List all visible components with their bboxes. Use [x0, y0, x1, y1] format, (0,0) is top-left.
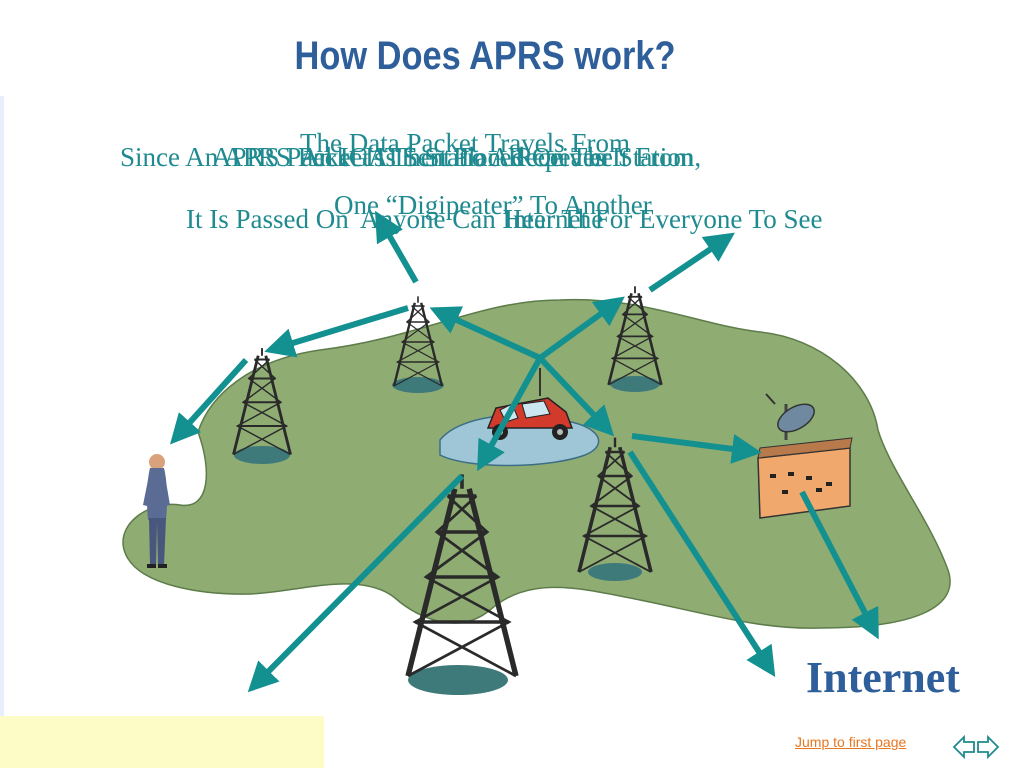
caption-text: One “Digipeater” To Another — [334, 190, 652, 220]
tower-shadow — [408, 665, 508, 695]
tower-shadow — [588, 563, 642, 581]
arrow — [477, 356, 543, 472]
arrow — [538, 296, 625, 361]
arrow — [631, 433, 762, 464]
arrow — [169, 357, 249, 445]
arrow — [799, 490, 879, 640]
tower-shadow — [610, 376, 660, 392]
caption-text: The Data Packet Travels From — [300, 128, 630, 158]
caption-text: Anyone Can Hear The — [360, 204, 604, 234]
tower-shadow — [392, 377, 444, 393]
slide-title: How Does APRS work? — [294, 34, 676, 78]
arrow-group — [169, 210, 879, 693]
arrow — [375, 210, 419, 284]
caption-text: It Is Passed On — [186, 204, 349, 234]
caption-text: APRS Packet Is Then Placed On The — [212, 142, 613, 172]
jump-to-first-page-link[interactable]: Jump to first page — [795, 734, 907, 750]
person-icon — [143, 454, 170, 568]
arrow — [537, 355, 615, 437]
caption-text: Since An APRS Packet Is Sent To A Repeat… — [120, 142, 702, 172]
caption-text: An IGATE Station Receives It From — [300, 142, 694, 172]
caption-text: Internet For Everyone To See — [504, 204, 823, 234]
arrow — [648, 232, 735, 293]
arrow — [247, 473, 465, 693]
internet-label: Internet — [806, 653, 960, 702]
left-right-arrows-icon[interactable] — [952, 734, 1000, 760]
arrow — [627, 450, 776, 678]
arrow — [264, 305, 409, 358]
tower-shadow — [234, 446, 290, 464]
arrow — [429, 306, 542, 361]
footer-notes-box — [0, 716, 324, 768]
left-accent-strip — [0, 96, 4, 716]
igate-station-icon — [757, 393, 853, 519]
